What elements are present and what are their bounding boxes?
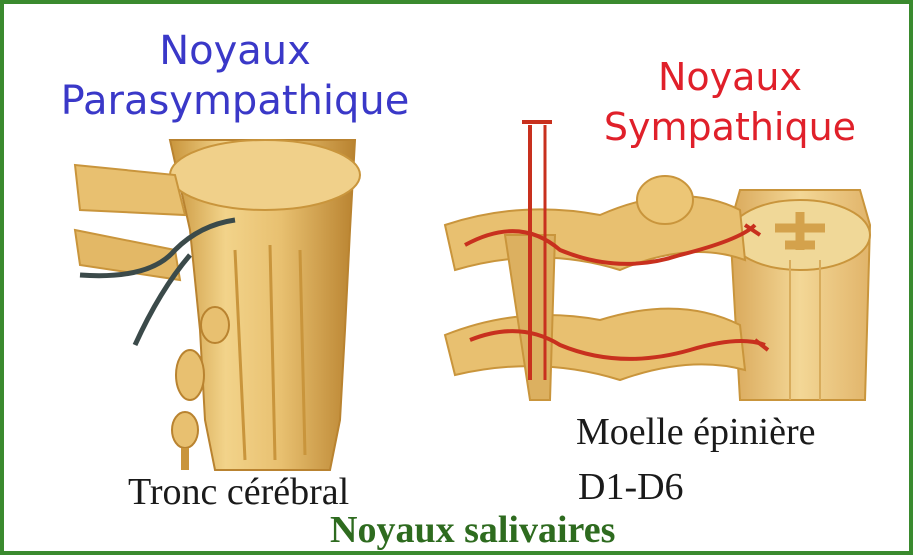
spinal-segment-label: D1-D6 [578, 465, 684, 509]
brainstem-illustration [75, 140, 360, 470]
sympathetic-title: Noyaux Sympathique [570, 52, 890, 152]
spinal-cord-label: Moelle épinière [576, 410, 816, 454]
spinal-cord-illustration [445, 122, 870, 400]
parasympathetic-title-line2: Parasympathique [60, 76, 410, 126]
parasympathetic-title-line1: Noyaux [60, 26, 410, 76]
sympathetic-title-line1: Noyaux [570, 52, 890, 102]
salivary-nuclei-caption: Noyaux salivaires [330, 508, 615, 552]
parasympathetic-title: Noyaux Parasympathique [60, 26, 410, 126]
brainstem-label: Tronc cérébral [128, 470, 349, 514]
sympathetic-title-line2: Sympathique [570, 102, 890, 152]
